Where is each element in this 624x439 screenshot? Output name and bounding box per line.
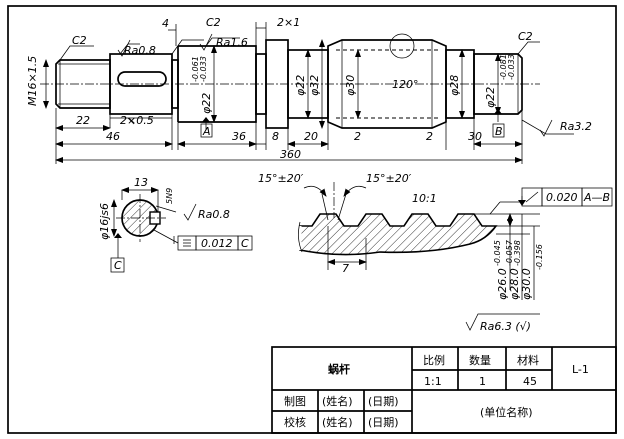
runout-datum: A—B	[583, 191, 610, 204]
tooth-dia-1: φ26.0	[496, 268, 509, 300]
chamfer-mid-label: C2	[206, 16, 221, 29]
tol-22-upper: -0.061	[191, 56, 200, 82]
tol-22-lower: -0.033	[199, 56, 208, 82]
thread-label: M16×1.5	[26, 56, 39, 106]
tooth-dia-3-tol: -0.156	[535, 244, 544, 270]
title-drawn-label: 制图	[284, 395, 306, 408]
tooth-dia-2-tol-upper: -0.057	[505, 239, 514, 266]
diam-30-label: φ30	[344, 75, 357, 96]
dim-20-label: 20	[304, 130, 318, 143]
dim-8-label: 8	[272, 130, 279, 143]
diam-22b-label: φ22	[294, 75, 307, 96]
detail-circle	[389, 33, 415, 59]
datum-a-label: A	[202, 125, 211, 138]
groove-2x1-label: 2×1	[277, 16, 300, 29]
tooth-dia-3: φ30.0	[520, 268, 533, 300]
tooth-pitch: 7	[342, 262, 349, 275]
dim-360-label: 360	[280, 148, 301, 161]
tol-22r-lower: -0.033	[507, 54, 516, 80]
title-company: (单位名称)	[480, 405, 533, 419]
tooth-angle-left: 15°±20′	[258, 172, 304, 185]
section-roughness: Ra0.8	[198, 208, 230, 221]
dim-2a-label: 2	[354, 130, 361, 143]
roughness-general-label: Ra3.2	[560, 120, 592, 133]
section-keyway-tol: 5N9	[165, 188, 174, 204]
title-name-1: (姓名)	[322, 394, 353, 408]
datum-b-box	[492, 123, 505, 138]
title-date-1: (日期)	[368, 395, 399, 408]
dim-46-label: 46	[106, 130, 120, 143]
chamfer-left-label: C2	[72, 34, 87, 47]
tooth-dia-1-tol: -0.045	[493, 240, 502, 266]
roughness-bearing-label: Ra1.6	[216, 36, 248, 49]
roughness-keyway-label: Ra0.8	[124, 44, 156, 57]
runout-datum-box	[581, 187, 613, 207]
title-name-2: (姓名)	[322, 415, 353, 429]
tooth-angle-right: 15°±20′	[366, 172, 412, 185]
title-date-2: (日期)	[368, 416, 399, 429]
tol-22r-upper: -0.081	[499, 54, 508, 80]
title-checked-label: 校核	[284, 415, 306, 429]
title-material-value: 45	[523, 375, 537, 388]
title-part-name: 蜗杆	[328, 362, 350, 376]
groove-2x05-label: 2×0.5	[120, 114, 154, 127]
tooth-detail-view	[298, 182, 613, 300]
keyway-section-view	[110, 187, 253, 273]
tooth-scale: 10:1	[412, 192, 437, 205]
dim-22-label: 22	[76, 114, 90, 127]
tooth-dia-2: φ28.0	[508, 268, 521, 300]
shaft-main-view	[40, 22, 574, 164]
section-diam-16: φ16js6	[98, 203, 111, 240]
general-roughness-symbol	[465, 313, 540, 331]
diam-32-label: φ32	[308, 75, 321, 96]
angle-120-label: 120°	[392, 78, 419, 91]
dim-2b-label: 2	[426, 130, 433, 143]
title-scale-label: 比例	[423, 353, 445, 367]
dim-36-label: 36	[232, 130, 246, 143]
datum-a-box	[200, 123, 213, 138]
general-roughness-label: Ra6.3 (√)	[480, 320, 531, 333]
tooth-dia-2-tol-lower: -0.398	[513, 240, 522, 266]
title-material-label: 材料	[517, 353, 539, 367]
title-qty-label: 数量	[469, 354, 491, 367]
diam-28-label: φ28	[448, 75, 461, 96]
title-scale-value: 1:1	[424, 375, 442, 388]
title-drawing-no: L-1	[572, 363, 589, 376]
diam-22r-label: φ22	[484, 87, 497, 108]
chamfer-right-label: C2	[518, 30, 533, 43]
section-symmetry-datum: C	[241, 237, 249, 250]
dim-4-label: 4	[162, 17, 169, 30]
runout-value: 0.020	[546, 191, 578, 204]
keyway-slot	[117, 71, 167, 87]
diam-22-label: φ22	[200, 93, 213, 114]
dim-30-label: 30	[468, 130, 482, 143]
section-dim-13: 13	[134, 176, 148, 189]
section-datum-c: C	[114, 259, 122, 272]
datum-b-label: B	[495, 125, 503, 138]
section-symmetry-value: 0.012	[201, 237, 233, 250]
title-block	[271, 346, 617, 434]
title-qty-value: 1	[479, 375, 486, 388]
